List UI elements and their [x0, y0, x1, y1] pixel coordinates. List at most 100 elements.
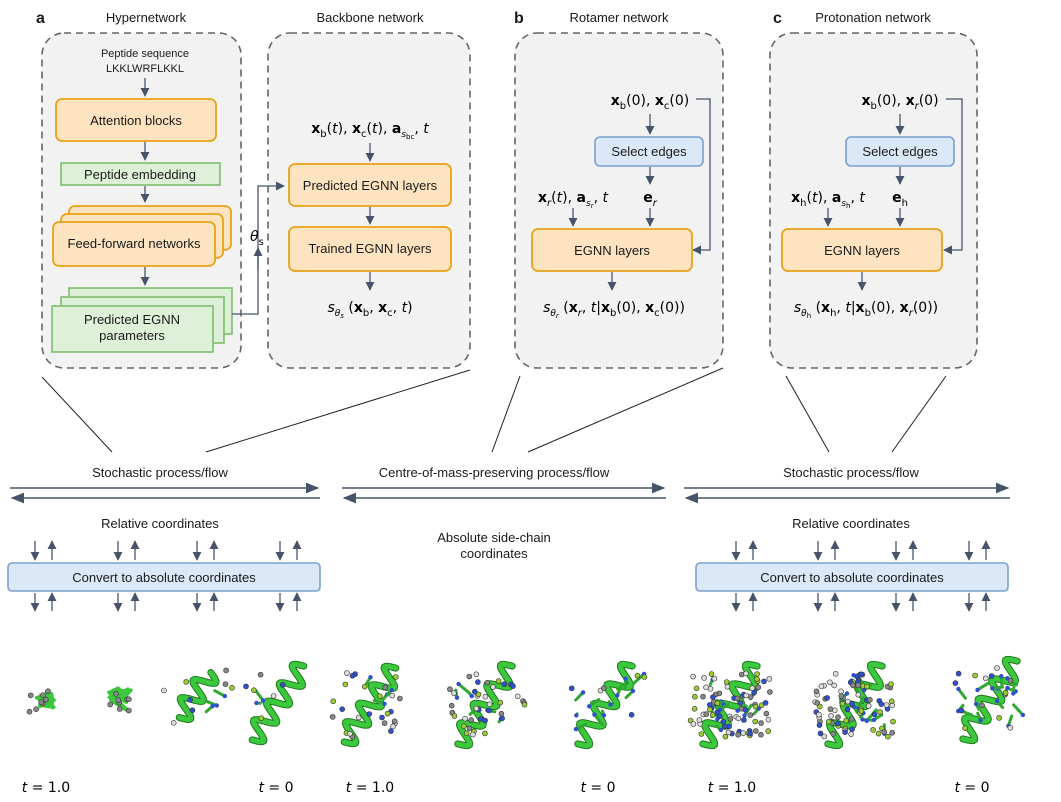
time-label-middle-end: t = 0: [580, 780, 615, 796]
sidechain-tip-3-1: [260, 698, 266, 703]
atom-7-56: [765, 728, 772, 734]
protonation-input-expression: xb(0), xr(0): [861, 93, 938, 112]
atom-9-0: [996, 715, 1002, 721]
atom-2-7: [223, 667, 229, 674]
atom-8-56: [888, 681, 894, 688]
atom-7-69: [751, 689, 757, 696]
atom-7-23: [735, 731, 741, 738]
atom-5-21: [471, 688, 478, 695]
atom-9-8: [972, 672, 978, 679]
atom-5-37: [510, 683, 516, 689]
atom-4-23: [382, 684, 388, 691]
atom-3-3: [257, 671, 264, 678]
atom-8-65: [849, 726, 855, 733]
atom-5-12: [463, 730, 470, 737]
trained-egnn-layers-label: Trained EGNN layers: [308, 241, 432, 256]
sidechain-9-10: [1012, 703, 1025, 717]
structure-snapshot-10: [952, 655, 1026, 745]
atom-5-29: [477, 716, 484, 722]
sidechain-tip-9-7: [1005, 685, 1010, 691]
atom-2-4: [183, 679, 189, 685]
atom-2-6: [170, 719, 177, 726]
atom-5-22: [462, 715, 468, 722]
atom-9-10: [994, 665, 1000, 671]
atom-8-12: [888, 698, 895, 705]
atom-8-39: [850, 682, 856, 689]
atom-7-5: [761, 678, 767, 685]
atom-8-38: [865, 703, 872, 709]
sidechain-tip-9-14: [994, 698, 1000, 704]
atom-5-5: [501, 681, 508, 687]
atom-2-5: [189, 707, 196, 714]
atom-2-1: [187, 696, 193, 703]
sidechain-tip-4-3: [389, 687, 394, 693]
atom-8-60: [858, 708, 865, 714]
sidechain-tip-6-10: [630, 688, 636, 694]
structure-snapshot-4: [243, 660, 308, 746]
rotamer-select-edges-box: [594, 136, 704, 167]
atom-8-40: [843, 717, 849, 724]
atom-8-76: [864, 683, 870, 690]
atom-6-4: [641, 674, 648, 680]
atom-7-67: [703, 711, 710, 717]
atom-6-5: [628, 711, 635, 718]
connector-c-right: [891, 375, 947, 453]
sidechain-tip-3-0: [254, 700, 259, 706]
atom-4-5: [379, 714, 385, 721]
atom-4-9: [339, 706, 346, 713]
atom-0-7: [40, 692, 46, 699]
atom-7-76: [714, 700, 721, 707]
atom-8-10: [855, 691, 862, 698]
atom-5-36: [497, 699, 504, 706]
atom-7-60: [752, 703, 759, 710]
atom-9-6: [1007, 724, 1014, 731]
atom-8-34: [816, 711, 822, 718]
atom-5-34: [482, 693, 489, 700]
atom-1-2: [126, 696, 132, 703]
atom-0-6: [45, 688, 51, 695]
backbone-input-expression: xb(t), xc(t), asbc, t: [311, 121, 429, 141]
atom-7-79: [734, 695, 741, 702]
attention-blocks-box: [55, 98, 217, 142]
atom-4-1: [388, 728, 394, 734]
atom-6-1: [568, 685, 575, 692]
atom-1-7: [107, 701, 113, 708]
atom-8-45: [842, 729, 848, 736]
atom-2-2: [161, 687, 167, 694]
atom-7-77: [737, 700, 744, 706]
rotamer-noisy-input-expression: xr(t), asr, t: [538, 190, 608, 210]
protonation-network-title: Protonation network: [815, 10, 931, 25]
atom-7-62: [743, 692, 750, 699]
atom-5-27: [447, 686, 453, 693]
peptide-embedding-label: Peptide embedding: [84, 167, 196, 182]
atom-4-11: [329, 714, 336, 720]
peptide-sequence-value: LKKLWRFLKKL: [106, 63, 184, 75]
atom-8-62: [818, 683, 825, 690]
sidechain-tip-2-1: [222, 693, 227, 699]
atom-8-79: [814, 700, 821, 706]
backbone-score-expression: sθs (xb, xc, t): [327, 300, 412, 320]
atom-5-3: [448, 702, 455, 709]
sidechain-tip-4-1: [368, 675, 373, 680]
atom-7-53: [721, 723, 728, 730]
atom-4-10: [355, 714, 362, 721]
structure-snapshot-2: [107, 686, 133, 714]
atom-5-16: [460, 723, 467, 730]
left-process-label: Stochastic process/flow: [92, 465, 228, 480]
atom-7-33: [716, 713, 723, 720]
atom-4-8: [377, 693, 383, 700]
atom-5-30: [473, 705, 480, 712]
predicted-egnn-layers-label: Predicted EGNN layers: [303, 178, 438, 193]
atom-7-63: [752, 728, 759, 734]
helix-ribbon-9: [960, 656, 1020, 744]
protonation-egnn-layers-box: [781, 228, 943, 272]
protonation-select-edges-box: [845, 136, 955, 167]
sidechain-tip-6-1: [574, 713, 579, 718]
rotamer-edges-symbol: er: [643, 190, 658, 209]
sidechain-tip-8-8: [844, 691, 850, 696]
atom-7-78: [743, 670, 749, 677]
rotamer-score-expression: sθr (xr, t|xb(0), xc(0)): [543, 300, 685, 320]
middle-process-label: Centre-of-mass-preserving process/flow: [379, 465, 610, 480]
atom-8-74: [883, 702, 890, 708]
